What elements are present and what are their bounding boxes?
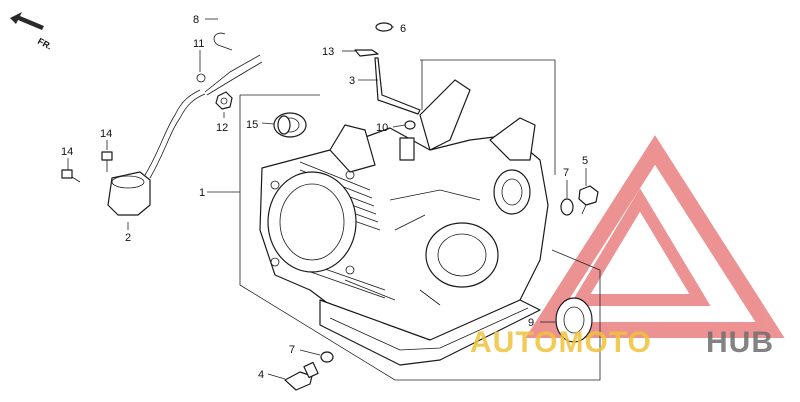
bolt-part-upper (101, 151, 113, 172)
callout-11: 11 (193, 38, 204, 50)
bearing-part (273, 112, 307, 138)
cylinder-bore (267, 171, 357, 273)
watermark-wordmark: AUTOMOTO HUB (470, 326, 774, 359)
bolt-part-lower (61, 169, 81, 183)
callout-labels: 8 11 6 13 3 10 15 12 14 14 2 1 7 5 9 7 4 (61, 14, 588, 381)
callout-12: 12 (216, 122, 228, 134)
drain-plug-part (284, 361, 319, 391)
callout-4: 4 (258, 369, 264, 381)
sealing-washer-part (560, 198, 574, 216)
washer-part (375, 22, 393, 32)
callout-9: 9 (528, 317, 534, 329)
callout-15: 15 (246, 119, 258, 131)
callout-14-upper: 14 (100, 128, 112, 140)
crankshaft-bearing-bore (425, 222, 499, 288)
tube-part (374, 57, 421, 115)
watermark-triangle-icon (525, 135, 785, 338)
callout-14-lower: 14 (61, 146, 73, 158)
clip-part (354, 49, 379, 57)
callout-2: 2 (125, 232, 131, 244)
callout-7-right: 7 (563, 167, 569, 179)
callout-13: 13 (322, 46, 334, 58)
callout-7-lower: 7 (289, 344, 295, 356)
oil-alert-switch-part (107, 32, 263, 216)
sealing-washer-part-lower (320, 351, 334, 363)
crankcase-body (259, 79, 549, 366)
grommet-part (196, 73, 206, 83)
callout-6: 6 (400, 23, 406, 35)
callout-3: 3 (349, 75, 355, 87)
leader-lines (67, 18, 587, 380)
front-direction-label: FR. (36, 36, 53, 52)
callout-8: 8 (193, 14, 199, 26)
small-washer-part (404, 120, 416, 130)
oil-seal-part (555, 297, 593, 343)
callout-5: 5 (582, 155, 588, 167)
nut-part (215, 91, 233, 110)
watermark-text-secondary: HUB (706, 326, 774, 359)
watermark-text-primary: AUTOMOTO (470, 326, 652, 359)
callout-1: 1 (199, 187, 205, 199)
callout-10: 10 (376, 122, 388, 134)
front-direction-arrow-icon: FR. (10, 12, 54, 52)
drain-bolt-part (578, 185, 599, 215)
